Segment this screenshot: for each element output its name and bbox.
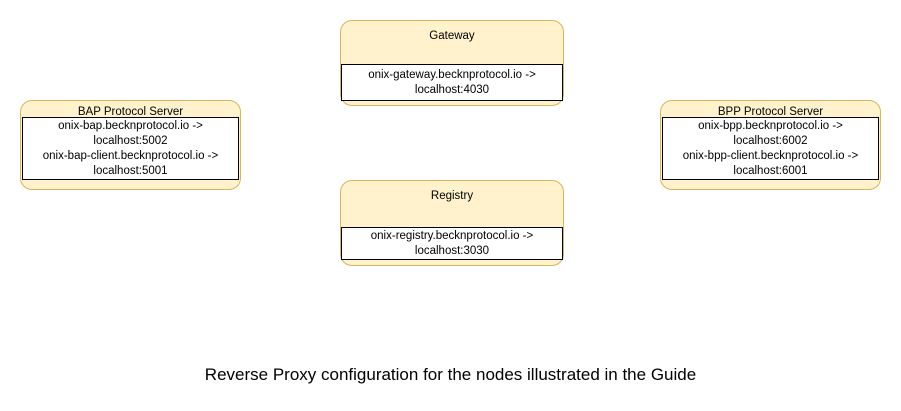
node-gateway-mappings: onix-gateway.becknprotocol.io -> localho… <box>341 64 563 101</box>
mapping-line: onix-gateway.becknprotocol.io -> <box>368 68 536 81</box>
mapping-line: localhost:4030 <box>414 83 490 96</box>
node-registry-title: Registry <box>430 190 474 202</box>
mapping-line: localhost:6002 <box>733 134 808 147</box>
mapping-line: localhost:5002 <box>93 134 168 147</box>
mapping-line: localhost:6001 <box>733 164 808 177</box>
mapping-line: onix-bpp.becknprotocol.io -> <box>698 119 843 132</box>
mapping-line: onix-bap.becknprotocol.io -> <box>58 119 203 132</box>
node-registry-mappings: onix-registry.becknprotocol.io -> localh… <box>341 227 563 260</box>
node-bap-mappings: onix-bap.becknprotocol.io -> localhost:5… <box>22 117 239 180</box>
diagram-caption: Reverse Proxy configuration for the node… <box>204 365 697 384</box>
node-bap-title: BAP Protocol Server <box>77 106 184 118</box>
node-bpp-title: BPP Protocol Server <box>717 106 824 118</box>
mapping-line: localhost:5001 <box>93 164 168 177</box>
mapping-line: onix-bpp-client.becknprotocol.io -> <box>682 149 859 162</box>
node-gateway-title: Gateway <box>429 30 475 42</box>
mapping-line: onix-bap-client.becknprotocol.io -> <box>42 149 219 162</box>
mapping-line: localhost:3030 <box>414 244 490 257</box>
mapping-line: onix-registry.becknprotocol.io -> <box>370 229 534 242</box>
node-bpp-mappings: onix-bpp.becknprotocol.io -> localhost:6… <box>662 117 879 180</box>
